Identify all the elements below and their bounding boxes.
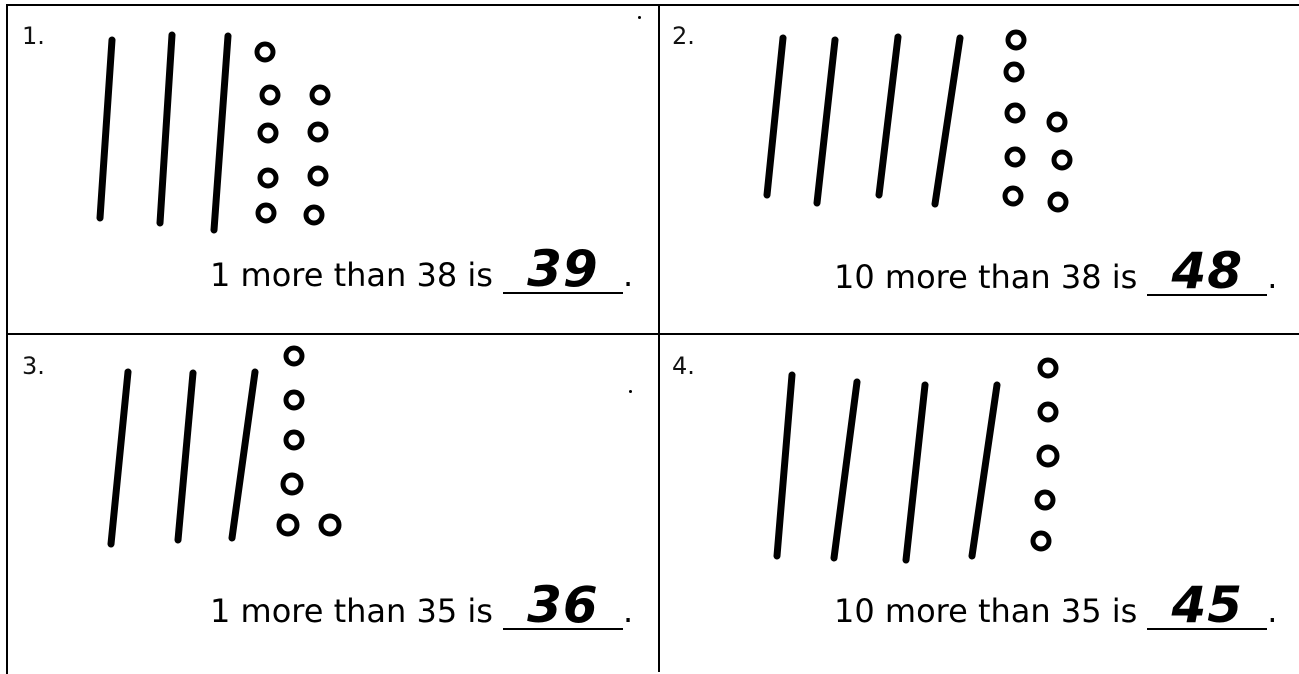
sentence-text: 10 more than 35 is xyxy=(834,592,1137,630)
scan-speck xyxy=(638,16,641,19)
one-ring xyxy=(1040,360,1056,376)
one-ring xyxy=(1037,492,1053,508)
one-ring xyxy=(1033,533,1049,549)
one-ring xyxy=(1039,447,1057,465)
scan-speck xyxy=(629,390,632,393)
ten-stick xyxy=(906,385,925,560)
sentence-4: 10 more than 35 is 45 . xyxy=(834,582,1277,630)
one-ring xyxy=(1040,404,1056,420)
ten-stick xyxy=(834,382,857,558)
sentence-period: . xyxy=(1267,592,1277,630)
ten-stick xyxy=(972,385,997,556)
answer-field[interactable]: 45 xyxy=(1147,582,1267,630)
ten-stick xyxy=(777,375,792,556)
